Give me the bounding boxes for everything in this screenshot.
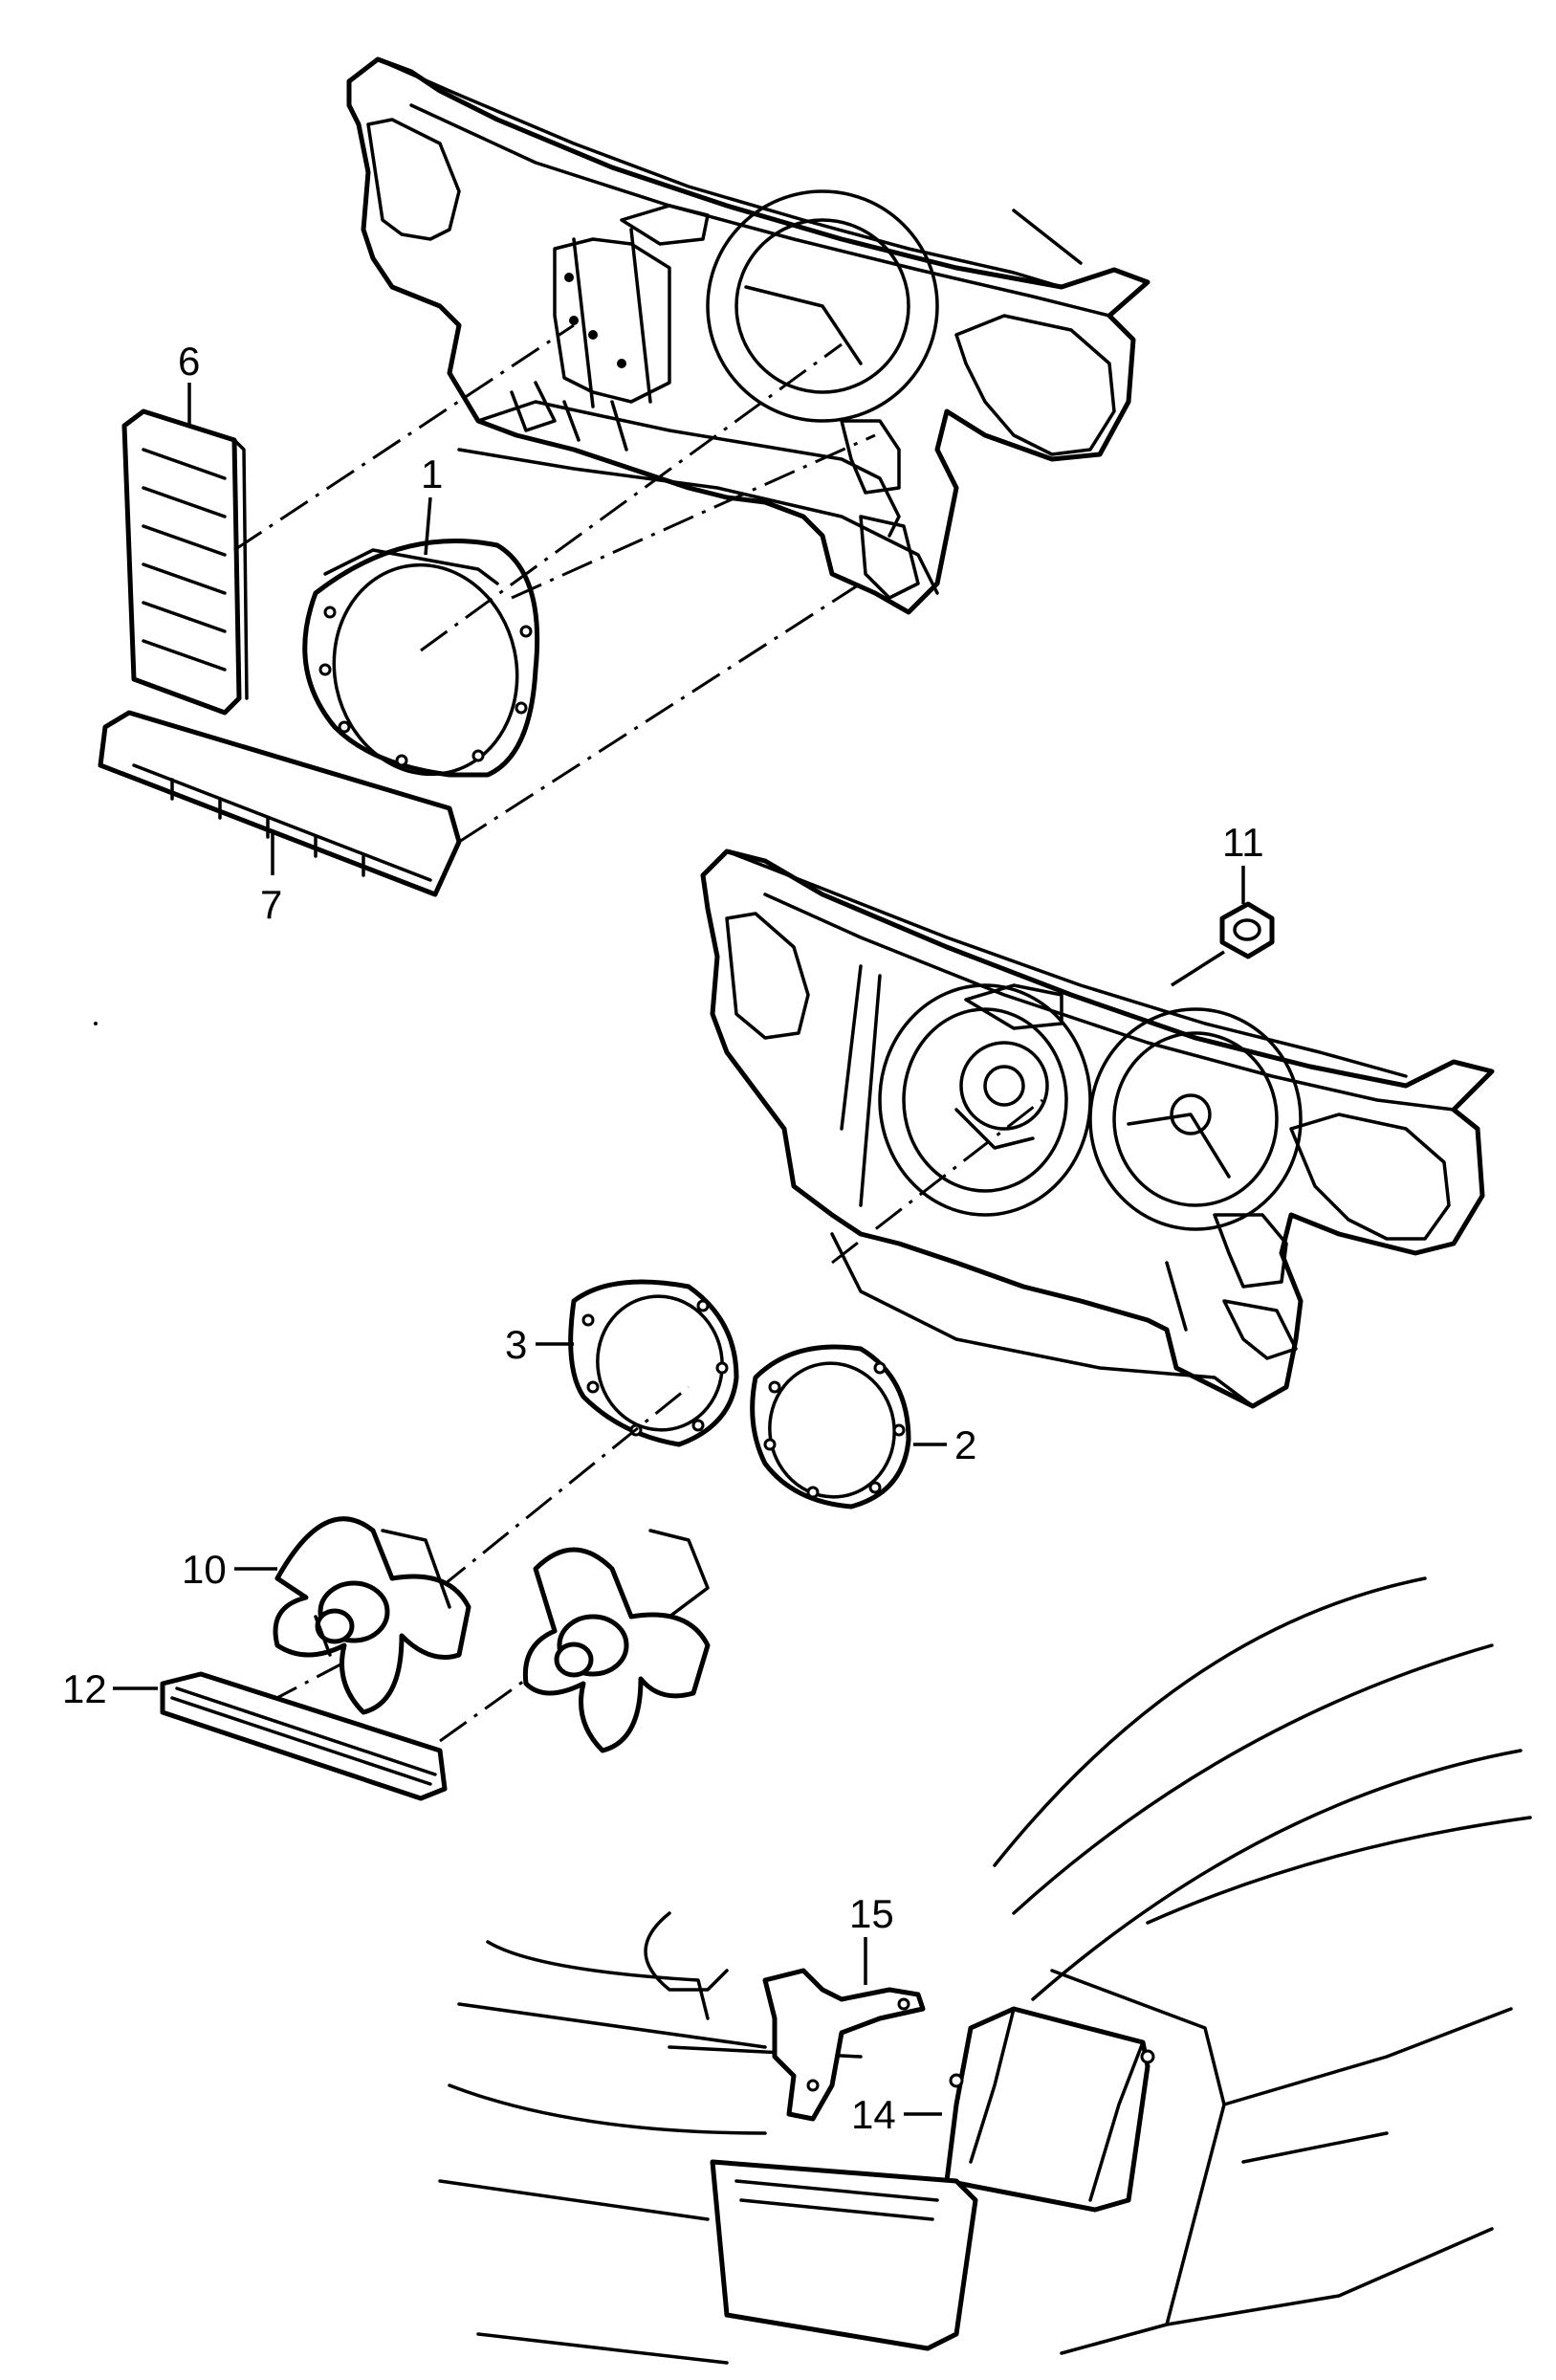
part-12-seal-strip — [160, 1671, 448, 1801]
second-fan-motor — [522, 1529, 711, 1753]
part-10-fan-motor — [273, 1516, 471, 1715]
part-11-nut — [1219, 901, 1275, 959]
callout-15: 15 — [849, 1891, 894, 1936]
vehicle-front-end — [438, 1576, 1532, 2365]
part-14-air-duct — [710, 2006, 1155, 2351]
callout-6: 6 — [178, 339, 200, 384]
part-15-bracket — [762, 1968, 926, 2122]
part-3-fan-ring — [568, 1279, 739, 1447]
callout-11: 11 — [1222, 820, 1264, 865]
lock-carrier-middle — [700, 848, 1495, 1409]
callout-12: 12 — [62, 1666, 107, 1711]
callout-10: 10 — [182, 1547, 227, 1592]
callout-2: 2 — [954, 1422, 976, 1467]
part-6-side-grille — [121, 408, 249, 716]
part-2-fan-ring — [750, 1344, 911, 1510]
callout-14: 14 — [851, 2092, 896, 2137]
callout-3: 3 — [505, 1322, 527, 1367]
callout-7: 7 — [260, 882, 282, 927]
callout-1: 1 — [421, 452, 443, 496]
lock-carrier-upper — [346, 56, 1151, 615]
part-1-fan-shroud-ring — [302, 539, 540, 778]
